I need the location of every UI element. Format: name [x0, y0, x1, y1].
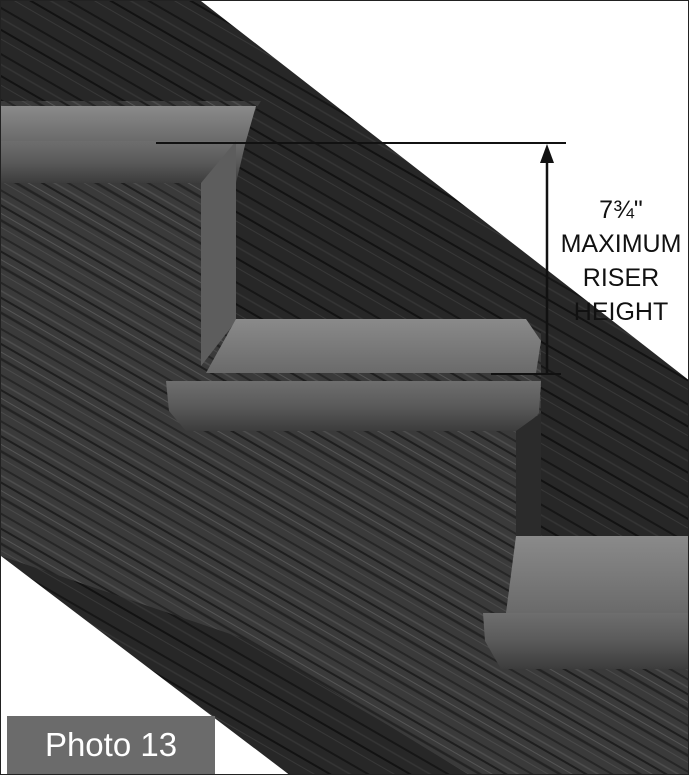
- upper-riser-face: [201, 141, 236, 366]
- photo-caption-box: Photo 13: [7, 716, 215, 774]
- middle-tread-top: [206, 319, 541, 373]
- lower-riser-shadow: [516, 413, 541, 541]
- measurement-label-riser: RISER: [582, 264, 660, 292]
- middle-tread-nose: [166, 381, 541, 431]
- lower-tread-top: [506, 536, 688, 613]
- photo-caption: Photo 13: [44, 726, 178, 763]
- arrow-head-icon: [540, 144, 554, 163]
- upper-tread-nose: [1, 141, 246, 183]
- measurement-label-height: HEIGHT: [573, 298, 669, 326]
- measurement-value: 7¾": [599, 196, 643, 224]
- measurement-label-maximum: MAXIMUM: [560, 230, 682, 258]
- lower-tread-nose: [483, 613, 688, 669]
- upper-tread-top: [1, 106, 256, 141]
